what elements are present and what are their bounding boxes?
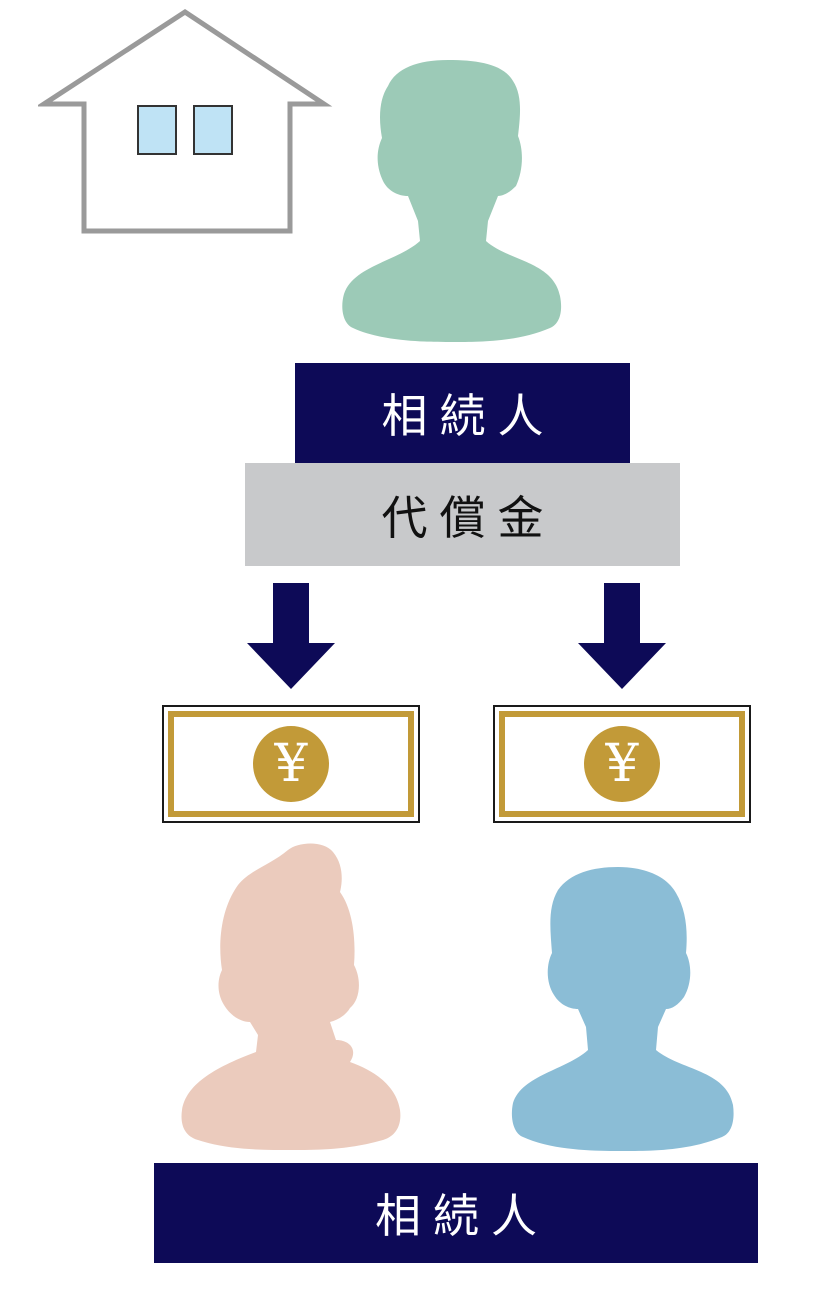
yen-bill-left: ¥	[162, 705, 420, 823]
arrow-down-icon-right	[578, 583, 666, 689]
female-heir-person-icon	[181, 843, 401, 1150]
top-heir-person-icon	[342, 60, 562, 342]
house-icon	[38, 9, 333, 234]
house-window-left	[137, 105, 177, 155]
top-heir-label: 相続人	[295, 363, 630, 463]
yen-bill-right: ¥	[493, 705, 751, 823]
arrow-down-icon-left	[247, 583, 335, 689]
male-heir-person-icon	[511, 867, 734, 1151]
bottom-heirs-label: 相続人	[154, 1163, 758, 1263]
yen-icon: ¥	[253, 726, 329, 802]
compensation-label: 代償金	[245, 463, 680, 566]
yen-icon: ¥	[584, 726, 660, 802]
house-window-right	[193, 105, 233, 155]
